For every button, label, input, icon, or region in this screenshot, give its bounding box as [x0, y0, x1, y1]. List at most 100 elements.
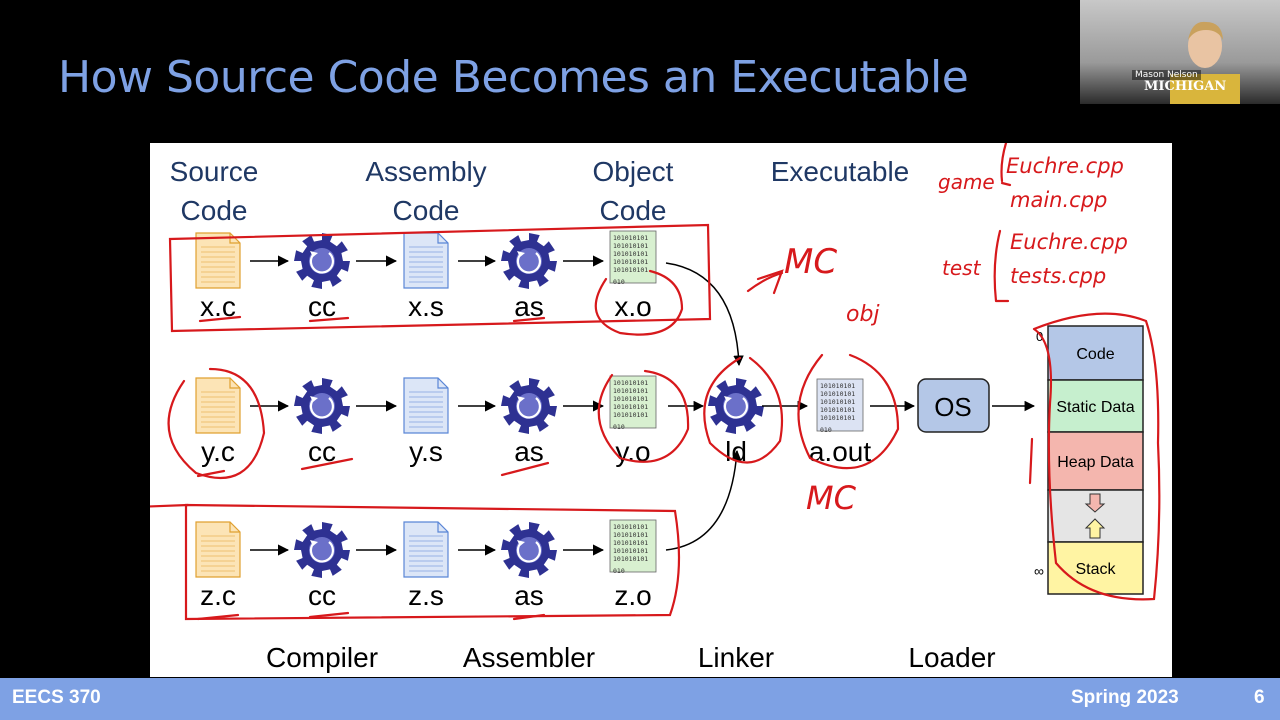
row-label-source: z.c — [200, 580, 236, 611]
circle-x-o — [594, 269, 684, 336]
header-executable: Executable — [771, 156, 910, 187]
row-label-source: y.c — [201, 436, 235, 467]
source-file-icon — [195, 377, 241, 434]
circle-y-c — [167, 367, 266, 480]
circle-aout — [797, 353, 900, 470]
compiler-gear-icon — [294, 522, 350, 578]
underline-left — [150, 503, 190, 508]
header-assembly-line1: Assembly — [365, 156, 486, 187]
arrow-xo-to-ld — [665, 262, 744, 367]
highlight-row-z — [184, 503, 681, 621]
row-label-compiler: cc — [308, 436, 336, 467]
slide-footer: EECS 370 Spring 2023 6 — [0, 678, 1280, 720]
stage-assembler: Assembler — [463, 642, 595, 673]
binary-text: 101010101 — [613, 234, 648, 242]
header-source-line1: Source — [170, 156, 259, 187]
row-label-assembly: x.s — [408, 291, 444, 322]
term-label: Spring 2023 — [1071, 687, 1179, 708]
annotation-test-label: test — [942, 256, 982, 280]
tick-heap — [1028, 437, 1034, 485]
binary-text: 101010101 — [613, 555, 648, 563]
binary-text: 101010101 — [820, 398, 855, 406]
binary-text: 101010101 — [613, 250, 648, 258]
binary-tail: 010 — [613, 278, 625, 286]
assembler-gear-icon — [501, 522, 557, 578]
os-label: OS — [934, 392, 972, 422]
binary-text: 101010101 — [613, 547, 648, 555]
binary-text: 101010101 — [613, 395, 648, 403]
annotation-test-file-1: Euchre.cpp — [1010, 230, 1128, 254]
circle-ld — [703, 356, 784, 464]
underline-row-x — [198, 315, 546, 323]
highlight-row-x — [168, 223, 712, 333]
handwritten-annotations — [150, 143, 1161, 621]
executable-file-icon: 1010101011010101011010101011010101011010… — [816, 378, 864, 434]
object-file-icon: 1010101011010101011010101011010101011010… — [609, 375, 657, 431]
binary-text: 101010101 — [613, 531, 648, 539]
row-label-assembler: as — [514, 580, 544, 611]
binary-text: 101010101 — [820, 406, 855, 414]
binary-text: 101010101 — [613, 523, 648, 531]
annotation-mc-top: MC — [784, 242, 837, 282]
binary-text: 101010101 — [613, 539, 648, 547]
slide-title: How Source Code Becomes an Executable — [58, 52, 969, 103]
annotation-obj: obj — [846, 302, 880, 327]
binary-text: 101010101 — [613, 411, 648, 419]
binary-text: 101010101 — [613, 387, 648, 395]
annotation-test-file-2: tests.cpp — [1010, 264, 1106, 288]
compiler-gear-icon — [294, 378, 350, 434]
arrow-zo-to-ld — [665, 449, 742, 551]
memory-segment — [1047, 489, 1144, 543]
assembler-gear-icon — [501, 378, 557, 434]
participant-name: Mason Nelson — [1132, 70, 1201, 80]
binary-text: 101010101 — [613, 266, 648, 274]
linker-gear-icon — [708, 378, 764, 434]
stage-compiler: Compiler — [266, 642, 378, 673]
annotation-game-label: game — [938, 170, 995, 194]
memory-segment: Heap Data — [1047, 431, 1144, 491]
binary-tail: 010 — [820, 426, 832, 434]
university-logo: MICHIGAN — [1144, 79, 1227, 94]
row-label-assembler: as — [514, 291, 544, 322]
annotation-game-file-2: main.cpp — [1010, 188, 1107, 212]
binary-text: 101010101 — [820, 390, 855, 398]
assembly-file-icon — [403, 232, 449, 289]
binary-text: 101010101 — [613, 258, 648, 266]
person-silhouette — [1170, 21, 1240, 104]
aout-binary-icon: 1010101011010101011010101011010101011010… — [816, 378, 864, 434]
bracket-game — [1000, 143, 1012, 187]
linker-node — [708, 378, 764, 434]
memory-segment: Stack — [1047, 541, 1144, 595]
memory-segment: Static Data — [1047, 379, 1144, 433]
row-label-assembly: z.s — [408, 580, 444, 611]
stack-growth-arrow-icon — [1084, 518, 1106, 539]
os-box — [917, 378, 990, 433]
stage-linker: Linker — [698, 642, 774, 673]
source-file-icon — [195, 232, 241, 289]
header-object-line2: Code — [600, 195, 667, 226]
header-source-line2: Code — [181, 195, 248, 226]
object-file-icon: 1010101011010101011010101011010101011010… — [609, 519, 657, 575]
binary-text: 101010101 — [820, 382, 855, 390]
pipeline-row: 1010101011010101011010101011010101011010… — [195, 375, 657, 467]
page-number: 6 — [1254, 687, 1265, 708]
heap-growth-arrow-icon — [1084, 493, 1106, 513]
participant-video: Mason Nelson MICHIGAN — [1080, 0, 1280, 104]
row-label-compiler: cc — [308, 580, 336, 611]
memory-top-marker: 0 — [1036, 329, 1043, 344]
binary-tail: 010 — [613, 423, 625, 431]
circle-memory — [1032, 312, 1161, 601]
arrow-stroke-mc — [746, 271, 784, 293]
annotation-game-file-1: Euchre.cpp — [1006, 154, 1124, 178]
pipeline-rows: 1010101011010101011010101011010101011010… — [195, 230, 657, 611]
memory-segment-label: Heap Data — [1057, 454, 1134, 471]
row-label-assembler: as — [514, 436, 544, 467]
stage-loader: Loader — [908, 642, 995, 673]
memory-segment-label: Code — [1076, 346, 1114, 363]
assembly-file-icon — [403, 377, 449, 434]
binary-text: 101010101 — [613, 242, 648, 250]
assembly-file-icon — [403, 521, 449, 578]
compiler-gear-icon — [294, 233, 350, 289]
underline-row-y — [196, 457, 550, 478]
